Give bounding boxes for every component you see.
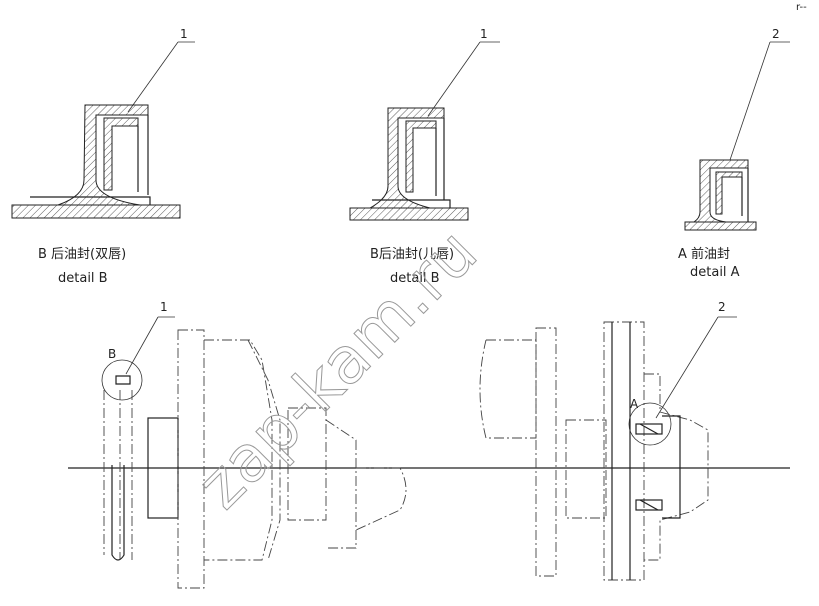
crank-web-1 [177,329,205,589]
seal-inner-lines [741,168,749,222]
detail-a-circle [628,402,672,446]
front-seal-upper [635,423,663,435]
detail-circle-label: A [630,397,639,411]
leader-line [427,41,481,117]
callout-number: 2 [772,27,780,41]
leader-line [729,41,771,161]
detail-a-front-drawing: 2 [684,27,790,231]
shaft-journal [147,417,179,519]
front-seal-lower [635,499,663,511]
seal-inner-lines [137,115,149,195]
seal-lip [715,171,743,215]
detail-title: B 后油封(双唇) [38,247,126,262]
detail-b-double-drawing: 1 [11,27,195,219]
crank-web-front [479,339,537,439]
seal-cross [639,423,659,511]
detail-subtitle: detail A [690,265,740,280]
seal-lip [103,117,139,191]
seal-body [57,104,149,206]
gear-faces [611,322,631,580]
callout-number: 1 [480,27,488,41]
detail-b-circle [101,359,143,401]
flange-base [11,204,181,219]
detail-title: A 前油封 [678,246,730,262]
flange-step [30,196,151,205]
detail-circle-label: B [108,347,116,361]
rear-assembly [101,316,407,589]
callout-number: 1 [180,27,188,41]
rear-seal-mark [115,375,131,385]
flange-base [349,207,469,221]
crank-pin [287,407,327,521]
callout-number: 1 [160,300,168,314]
seal-inner-lines [435,118,445,200]
seal-body [692,159,749,223]
leader-line [125,316,159,375]
pulley-hub [662,415,681,519]
flywheel-housing [103,390,133,560]
crank-cheek [247,339,281,561]
timing-gear [603,321,645,581]
flange-base [684,221,757,231]
front-assembly [479,316,737,581]
crank-web-3 [535,327,557,577]
front-cover [644,373,709,561]
watermark: zap-kam.ru [184,216,492,524]
crank-arm [325,419,357,549]
seal-body [368,107,445,209]
detail-subtitle: detail B [58,271,108,286]
detail-subtitle: detail B [390,271,440,286]
corner-mark: r-- [796,2,807,13]
detail-title: B后油封(儿唇) [370,247,454,262]
flywheel-ring [111,465,125,561]
shaft-break [355,467,407,531]
callout-number: 2 [718,300,726,314]
front-journal [565,419,607,519]
leader-line [655,316,719,419]
detail-b-single-drawing: 1 [349,27,500,221]
seal-lip [405,120,437,193]
leader-line [127,41,179,113]
crank-web-2 [204,339,273,561]
